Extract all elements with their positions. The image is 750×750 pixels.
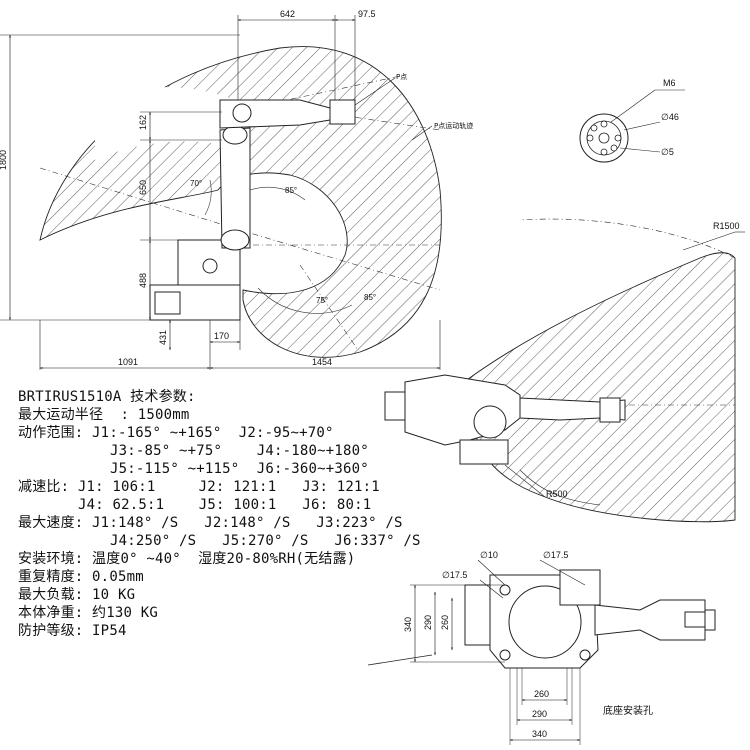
spec-speed-1: 最大速度: J1:148° /S J2:148° /S J3:223° /S (18, 515, 403, 531)
dim-642: 642 (280, 9, 295, 19)
angle-75: 75° (316, 296, 328, 305)
base-view: ∅10 ∅17.5 ∅17.5 340 290 260 260 290 340 (367, 550, 716, 745)
angle-85-bottom: 85° (364, 293, 376, 302)
base-dim-260-h: 260 (534, 689, 549, 699)
spec-ratio-1: 减速比: J1: 106:1 J2: 121:1 J3: 121:1 (18, 479, 380, 495)
base-dim-260-v: 260 (440, 615, 450, 630)
base-dim-290-v: 290 (423, 615, 433, 630)
spec-payload: 最大负载: 10 KG (18, 587, 136, 603)
top-r1500: R1500 (713, 221, 740, 231)
dim-162: 162 (138, 115, 148, 130)
spec-protection: 防护等级: IP54 (18, 623, 127, 639)
base-dim-290-h: 290 (532, 709, 547, 719)
spec-title: BRTIRUS1510A 技术参数: (18, 389, 196, 405)
dim-431: 431 (158, 330, 168, 345)
dim-170: 170 (214, 331, 229, 341)
dim-1454: 1454 (312, 357, 332, 367)
spec-speed-2: J4:250° /S J5:270° /S J6:337° /S (110, 533, 421, 549)
spec-ratio-2: J4: 62.5:1 J5: 100:1 J6: 80:1 (78, 497, 372, 513)
p-point-label: P点 (396, 73, 407, 81)
base-d10: ∅10 (480, 550, 498, 560)
spec-weight: 本体净重: 约130 KG (18, 605, 159, 621)
robot-side-body (149, 99, 356, 321)
spec-range-2: J3:-85° ~+75° J4:-180~+180° (110, 443, 369, 459)
spec-radius: 最大运动半径 : 1500mm (18, 407, 190, 423)
base-body (464, 569, 716, 669)
base-dim-340-v: 340 (403, 617, 413, 632)
dim-1091: 1091 (118, 357, 138, 367)
dim-1800: 1800 (0, 150, 8, 170)
spec-range-3: J5:-115° ~+115° J6:-360~+360° (110, 461, 369, 477)
angle-85-top: 85° (285, 186, 297, 195)
dim-97-5: 97.5 (358, 9, 376, 19)
spec-repeat: 重复精度: 0.05mm (18, 569, 144, 585)
angle-70: 70° (190, 179, 202, 188)
side-view: 642 97.5 1800 162 650 488 431 170 1091 1… (0, 9, 473, 370)
spec-range-1: 动作范围: J1:-165° ~+165° J2:-95~+70° (18, 425, 334, 441)
robot-top-body (384, 374, 626, 465)
top-view: R1500 R500 (384, 218, 745, 523)
p-track-label: P点运动轨迹 (434, 121, 473, 130)
dim-650: 650 (138, 180, 148, 195)
flange-d46: ∅46 (661, 112, 679, 122)
base-d17-5-left: ∅17.5 (442, 570, 467, 580)
side-inner-clearance (95, 87, 260, 160)
spec-env: 安装环境: 温度0° ~40° 湿度20-80%RH(无结露) (18, 551, 356, 567)
dim-488: 488 (138, 273, 148, 288)
flange-detail: M6 ∅46 ∅5 (579, 78, 685, 163)
base-dim-340-h: 340 (532, 729, 547, 739)
flange-m6: M6 (663, 78, 676, 88)
base-caption: 底座安装孔 (603, 706, 653, 717)
spec-block: BRTIRUS1510A 技术参数: 最大运动半径 : 1500mm 动作范围:… (18, 388, 458, 640)
top-r500: R500 (546, 489, 568, 499)
base-d17-5-top: ∅17.5 (543, 550, 568, 560)
flange-d5: ∅5 (661, 147, 674, 157)
